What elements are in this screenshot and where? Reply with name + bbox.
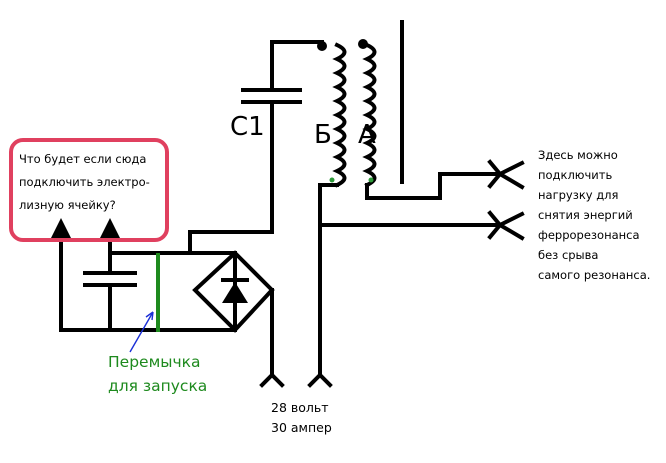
diode-triangle [222, 282, 248, 303]
coil-a-label: А [358, 120, 376, 150]
supply-terminal-right [307, 372, 333, 388]
supply-terminal-left [259, 372, 285, 388]
coil-a-end-dot [368, 177, 374, 183]
wire-coil-a-bottom [365, 172, 502, 200]
coil-b-label: Б [314, 120, 332, 150]
wire-coil-b-bottom [318, 183, 339, 377]
arrow-head-right [100, 218, 120, 238]
callout-line-2: подключить электро- [19, 175, 150, 189]
load-terminal-upper-2 [495, 160, 525, 190]
jumper-note-line-1: Перемычка [108, 353, 201, 371]
coil-a-dot [358, 39, 368, 49]
supply-current-label: 30 ампер [271, 420, 332, 435]
wire-c1-top [270, 40, 324, 92]
electrolysis-callout: Что будет если сюда подключить электро- … [9, 138, 169, 242]
jumper-pointer-head [145, 311, 154, 321]
jumper-pointer-shaft [129, 311, 154, 353]
coil-b-dot [317, 41, 327, 51]
load-note-line-6: без срыва [538, 248, 599, 262]
load-note-line-5: феррорезонанса [538, 228, 640, 242]
jumper-note-line-2: для запуска [108, 377, 208, 395]
capacitor-c1-label: C1 [230, 112, 265, 142]
supply-voltage-label: 28 вольт [271, 400, 329, 415]
load-terminal-lower-2 [495, 211, 525, 241]
load-note-line-4: снятия энергий [538, 208, 633, 222]
callout-line-3: лизную ячейку? [19, 198, 116, 212]
coil-a [362, 42, 377, 188]
load-note-line-7: самого резонанса. [538, 268, 651, 282]
load-note-line-1: Здесь можно [538, 148, 618, 162]
arrow-head-left [51, 218, 71, 238]
callout-line-1: Что будет если сюда [19, 152, 147, 166]
coil-b [332, 42, 347, 188]
load-note-line-2: подключить [538, 168, 613, 182]
wire-c1-bottom [188, 100, 274, 255]
load-note-line-3: нагрузку для [538, 188, 619, 202]
coil-b-end-dot [329, 177, 335, 183]
